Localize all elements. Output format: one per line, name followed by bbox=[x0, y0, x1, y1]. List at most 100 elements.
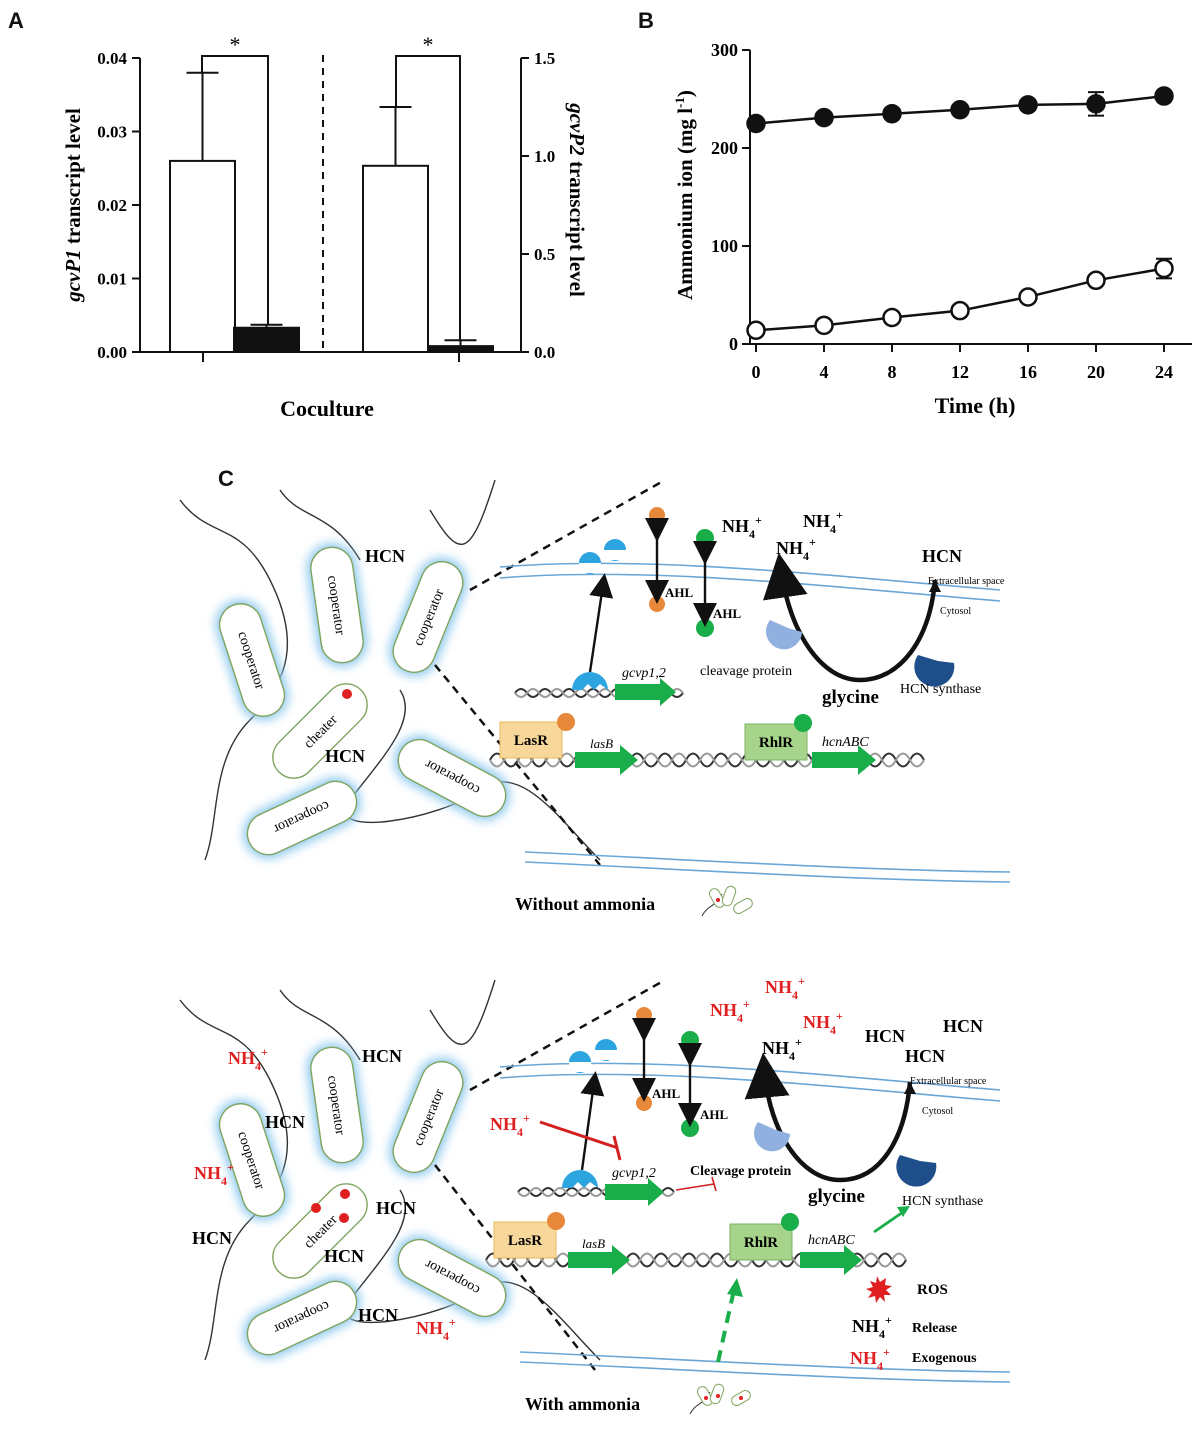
x-tick-label: 20 bbox=[1087, 362, 1105, 382]
nh4-label: NH4+ bbox=[776, 535, 816, 563]
nh4-label-red: NH4+ bbox=[710, 997, 750, 1025]
rhlr-label: RhlR bbox=[744, 1235, 778, 1251]
lasr-label: LasR bbox=[508, 1233, 542, 1249]
data-point bbox=[882, 103, 902, 124]
nh4-label-red: NH4+ bbox=[765, 974, 805, 1002]
nh4-label-red: NH4+ bbox=[228, 1045, 268, 1073]
ahl-label: AHL bbox=[665, 585, 694, 600]
cell-cooperator: cooperator bbox=[306, 543, 368, 667]
y-tick-label-left: 0.01 bbox=[97, 270, 127, 289]
ahl-label: AHL bbox=[652, 1086, 681, 1101]
legend-exogenous-label: Exogenous bbox=[912, 1351, 977, 1366]
cell-cooperator: cooperator bbox=[215, 1099, 289, 1221]
chart-a: 0.000.010.020.030.04 0.00.51.01.5 ** gcv… bbox=[61, 32, 589, 421]
panel-letter-b: B bbox=[638, 8, 654, 33]
nh4-label-red: NH4+ bbox=[194, 1160, 234, 1188]
boundary-line bbox=[179, 499, 289, 861]
gene-arrow-gcvp bbox=[605, 1178, 664, 1206]
bottom-schematic: cooperator cooperator cooperator cheater… bbox=[179, 974, 1011, 1415]
data-point bbox=[1086, 270, 1106, 291]
gene-arrow-gcvp bbox=[615, 678, 676, 706]
panel-letter-a: A bbox=[8, 8, 24, 33]
ahl-molecule bbox=[781, 1213, 799, 1231]
nh4-label: NH4+ bbox=[722, 513, 762, 541]
hcn-label: HCN bbox=[192, 1228, 232, 1248]
data-point bbox=[814, 107, 834, 128]
membrane bbox=[499, 562, 1001, 591]
y-tick-label: 100 bbox=[711, 236, 738, 256]
hcn-label: HCN bbox=[922, 546, 962, 566]
bar bbox=[362, 164, 429, 353]
hcn-label: HCN bbox=[265, 1112, 305, 1132]
x-tick-label: 4 bbox=[820, 362, 829, 382]
cell-cooperator: cooperator bbox=[394, 1235, 510, 1321]
cell-cooperator: cooperator bbox=[306, 1043, 368, 1167]
glycine-cycle-arrow bbox=[762, 552, 938, 683]
ahl-molecule bbox=[696, 529, 714, 547]
membrane bbox=[524, 861, 1011, 883]
lasr-box bbox=[493, 1221, 557, 1259]
rhlr-box bbox=[744, 723, 808, 761]
boundary-line bbox=[279, 489, 361, 561]
y-axis-label: Ammonium ion (mg l-1) bbox=[672, 90, 697, 300]
gene-arrow-hcnabc bbox=[812, 745, 876, 775]
membrane bbox=[519, 1361, 1011, 1383]
hcn-label: HCN bbox=[358, 1305, 398, 1325]
hcn-label: HCN bbox=[376, 1198, 416, 1218]
bar bbox=[169, 159, 236, 353]
data-point bbox=[950, 300, 970, 321]
x-tick-label: 0 bbox=[752, 362, 761, 382]
x-tick-label: 16 bbox=[1019, 362, 1037, 382]
ahl-molecule bbox=[649, 507, 665, 523]
condition-label: Without ammonia bbox=[515, 894, 655, 914]
significance-star: * bbox=[423, 32, 434, 57]
y-tick-label-right: 0.0 bbox=[534, 343, 555, 362]
y-tick-label-left: 0.02 bbox=[97, 196, 127, 215]
arrow-head bbox=[904, 1082, 916, 1094]
arrow-head bbox=[897, 1206, 910, 1217]
ahl-molecule bbox=[649, 596, 665, 612]
lasb-label: lasB bbox=[582, 1236, 605, 1251]
zoom-line bbox=[469, 478, 666, 592]
rhlr-label: RhlR bbox=[759, 735, 793, 751]
x-tick-label: 24 bbox=[1155, 362, 1173, 382]
gcvp-label: gcvp1,2 bbox=[622, 666, 666, 681]
hcnabc-label: hcnABC bbox=[808, 1233, 855, 1248]
boundary-line bbox=[429, 979, 496, 1046]
legend-release-label: Release bbox=[912, 1321, 957, 1336]
gene-arrow-lasb bbox=[568, 1245, 630, 1275]
ahl-molecule bbox=[794, 714, 812, 732]
inhibition-line bbox=[675, 1183, 715, 1191]
y-tick-label: 0 bbox=[729, 334, 738, 354]
ahl-molecule bbox=[636, 1007, 652, 1023]
zoom-line bbox=[469, 978, 666, 1092]
cell-cheater: cheater bbox=[272, 1183, 368, 1279]
inhibition-bar bbox=[711, 1176, 717, 1192]
condition-label: With ammonia bbox=[525, 1394, 640, 1414]
cleavage-protein-icon bbox=[754, 1122, 790, 1152]
ahl-molecule bbox=[557, 713, 575, 731]
secretion-arrow bbox=[580, 1071, 605, 1171]
data-point bbox=[746, 113, 766, 134]
ahl-label: AHL bbox=[700, 1107, 729, 1122]
ahl-molecule bbox=[681, 1031, 699, 1049]
bar bbox=[233, 326, 300, 353]
ros-label: ROS bbox=[917, 1282, 948, 1298]
data-point bbox=[1154, 258, 1174, 279]
green-arrow bbox=[873, 1208, 907, 1234]
boundary-line bbox=[344, 689, 601, 861]
diagram-c: cooperator cooperator cooperator cheater… bbox=[179, 478, 1011, 1415]
zoom-line bbox=[434, 1164, 596, 1371]
significance-bracket bbox=[395, 55, 461, 341]
data-point bbox=[882, 307, 902, 328]
ros-dot bbox=[339, 1213, 349, 1223]
x-tick-label: 12 bbox=[951, 362, 969, 382]
hcn-synthase-icon bbox=[896, 1155, 937, 1187]
regulator-protein-icon bbox=[572, 672, 608, 690]
cell-cooperator: cooperator bbox=[243, 777, 361, 859]
hcn-label: HCN bbox=[324, 1246, 364, 1266]
secretion-arrow bbox=[588, 573, 614, 673]
gene-arrow-hcnabc bbox=[800, 1245, 862, 1275]
hcn-label: HCN bbox=[362, 1046, 402, 1066]
